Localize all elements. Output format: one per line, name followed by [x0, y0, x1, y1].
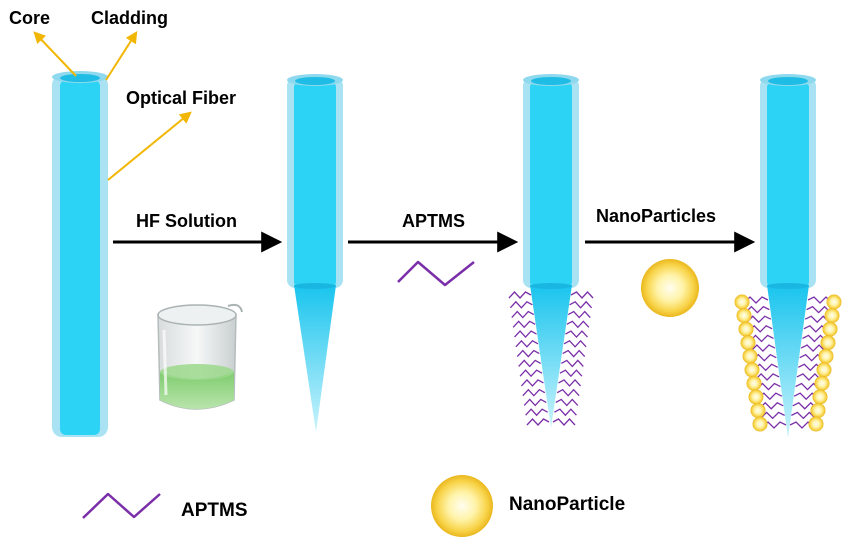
- nanoparticle-icon: [641, 259, 699, 317]
- aptms-chain: [525, 408, 548, 417]
- nanoparticle: [810, 402, 826, 418]
- aptms-chain: [526, 418, 550, 426]
- nanoparticle: [750, 402, 766, 418]
- nanoparticle: [818, 348, 834, 364]
- nanoparticle: [746, 375, 762, 391]
- step-hf-label: HF Solution: [136, 211, 237, 231]
- aptms-chain: [508, 291, 532, 299]
- optical-fiber-full: [52, 71, 108, 437]
- pointer-arrows: [33, 30, 192, 181]
- aptms-chain: [518, 359, 542, 368]
- nanoparticle: [738, 321, 754, 337]
- core-label: Core: [9, 8, 51, 28]
- aptms-chain: [512, 320, 536, 329]
- optical-fiber-label: Optical Fiber: [126, 88, 237, 108]
- aptms-chain: [569, 300, 593, 309]
- aptms-chain: [514, 330, 537, 339]
- aptms-chain: [744, 305, 770, 314]
- aptms-chain: [563, 339, 587, 348]
- nanoparticle: [744, 362, 760, 378]
- nanoparticle: [740, 335, 756, 351]
- nanoparticle: [816, 362, 832, 378]
- aptms-chains: [508, 291, 594, 426]
- aptms-chain: [516, 349, 540, 358]
- aptms-chain: [792, 401, 818, 410]
- cladding-label: Cladding: [91, 8, 168, 28]
- nanoparticle: [808, 416, 824, 432]
- nanoparticle-shell: [734, 294, 842, 432]
- nanoparticle: [748, 389, 764, 405]
- legend-aptms-icon: [82, 492, 161, 519]
- step-nanoparticles-label: NanoParticles: [596, 206, 717, 226]
- nanoparticle: [822, 321, 838, 337]
- nanoparticle-fiber: [734, 74, 842, 438]
- aptms-chain: [522, 388, 546, 397]
- aptms-chain: [509, 300, 533, 309]
- aptms-chain: [570, 291, 594, 299]
- aptms-chain: [806, 305, 832, 314]
- aptms-chain: [758, 401, 784, 410]
- nanoparticle: [814, 375, 830, 391]
- legend-aptms-label: APTMS: [181, 500, 248, 521]
- aptms-chain: [750, 344, 776, 352]
- aptms-fiber: [508, 74, 594, 428]
- nanoparticle: [734, 294, 750, 310]
- aptms-chain: [791, 411, 816, 420]
- aptms-chain: [562, 349, 586, 358]
- aptms-chain: [511, 310, 535, 319]
- aptms-zigzag-icon: [397, 260, 475, 287]
- legend-nanoparticle-label: NanoParticle: [509, 494, 626, 515]
- aptms-chain: [559, 369, 583, 378]
- nanoparticle: [820, 335, 836, 351]
- aptms-chain: [523, 398, 547, 407]
- step-aptms-label: APTMS: [402, 211, 465, 231]
- nanoparticle: [812, 389, 828, 405]
- aptms-chain: [760, 411, 785, 420]
- aptms-chain: [556, 388, 580, 397]
- aptms-chain: [567, 310, 591, 319]
- nanoparticle: [742, 348, 758, 364]
- aptms-chain: [515, 339, 539, 348]
- aptms-chain: [566, 320, 590, 329]
- aptms-chain: [565, 330, 588, 339]
- aptms-chain: [554, 408, 577, 417]
- aptms-chain: [555, 398, 579, 407]
- beaker-icon: [157, 303, 243, 410]
- aptms-chain: [749, 334, 774, 343]
- nanoparticle: [826, 294, 842, 310]
- aptms-chain: [520, 378, 544, 387]
- aptms-chain: [558, 378, 582, 387]
- legend-nanoparticle-icon: [431, 475, 493, 537]
- aptms-chain: [754, 373, 780, 381]
- aptms-chain: [552, 418, 576, 426]
- aptms-chain: [800, 344, 826, 352]
- aptms-chain: [560, 359, 584, 368]
- nanoparticle: [752, 416, 768, 432]
- aptms-chain: [802, 334, 827, 343]
- nanoparticle: [736, 308, 752, 324]
- etched-fiber: [287, 74, 343, 432]
- aptms-chain: [796, 373, 822, 381]
- aptms-chain: [519, 369, 543, 378]
- nanoparticle: [824, 308, 840, 324]
